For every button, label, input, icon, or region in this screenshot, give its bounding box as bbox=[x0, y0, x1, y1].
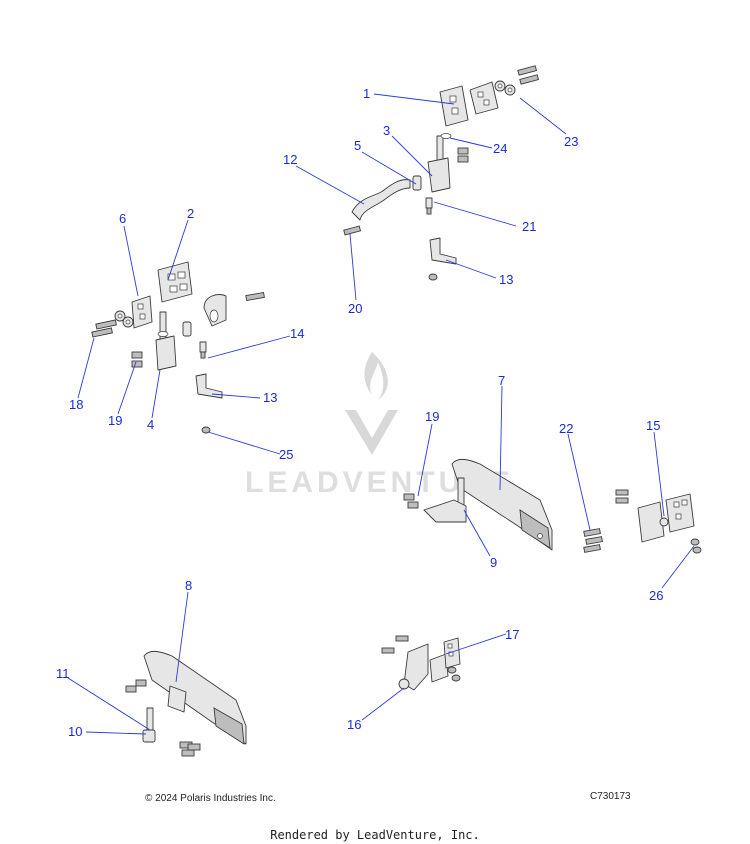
callout-25: 25 bbox=[279, 447, 293, 462]
arm-part-7 bbox=[451, 458, 553, 551]
callout-3: 3 bbox=[383, 123, 390, 138]
callout-13-upper: 13 bbox=[499, 272, 513, 287]
callout-18: 18 bbox=[69, 397, 83, 412]
bracket-part-13-left bbox=[195, 373, 223, 399]
bolt-part-14 bbox=[199, 341, 207, 359]
nuts-part-26 bbox=[690, 538, 702, 554]
hinge-pin-part-4 bbox=[131, 311, 192, 371]
rendered-by-credit: Rendered by LeadVenture, Inc. bbox=[270, 828, 480, 842]
hinge-plate-part-17 bbox=[429, 637, 461, 683]
callout-17: 17 bbox=[505, 627, 519, 642]
bracket-part-13-upper bbox=[428, 237, 457, 281]
callout-26: 26 bbox=[649, 588, 663, 603]
pin-part-10-11 bbox=[125, 679, 201, 757]
callout-4: 4 bbox=[147, 417, 154, 432]
callout-8: 8 bbox=[185, 578, 192, 593]
callout-23: 23 bbox=[564, 134, 578, 149]
bracket-part-5 bbox=[412, 175, 422, 191]
bolt-part-21 bbox=[425, 197, 433, 215]
hinge-plate-upper bbox=[439, 65, 540, 127]
nut-part-25 bbox=[201, 426, 211, 434]
callout-22: 22 bbox=[559, 421, 573, 436]
callout-2: 2 bbox=[187, 206, 194, 221]
callout-21: 21 bbox=[522, 219, 536, 234]
hinge-plate-part-15 bbox=[615, 489, 695, 543]
callout-9: 9 bbox=[490, 555, 497, 570]
bracket-part-16 bbox=[381, 635, 429, 691]
callout-14: 14 bbox=[290, 326, 304, 341]
callout-20: 20 bbox=[348, 301, 362, 316]
callout-19-left: 19 bbox=[108, 413, 122, 428]
bolts-part-22 bbox=[583, 528, 603, 553]
latch-part-left bbox=[203, 291, 265, 327]
callout-labels: 1 23 3 24 5 12 21 13 20 6 2 14 18 19 4 1… bbox=[56, 86, 663, 739]
tube-part-12 bbox=[351, 179, 411, 221]
hinge-plate-part-2 bbox=[157, 261, 193, 303]
copyright-notice: © 2024 Polaris Industries Inc. bbox=[145, 793, 276, 804]
callout-7: 7 bbox=[498, 373, 505, 388]
callout-10: 10 bbox=[68, 724, 82, 739]
callout-12: 12 bbox=[283, 152, 297, 167]
callout-5: 5 bbox=[354, 138, 361, 153]
arm-part-8 bbox=[143, 650, 247, 745]
bolt-part-20 bbox=[343, 225, 362, 236]
hinge-pin-part-3 bbox=[427, 133, 469, 193]
leader-lines bbox=[67, 93, 695, 735]
figure-id: C730173 bbox=[590, 791, 631, 802]
callout-24: 24 bbox=[493, 141, 507, 156]
callout-16: 16 bbox=[347, 717, 361, 732]
callout-6: 6 bbox=[119, 211, 126, 226]
callout-19-right: 19 bbox=[425, 409, 439, 424]
callout-13-left: 13 bbox=[263, 390, 277, 405]
callout-11: 11 bbox=[56, 666, 70, 681]
callout-15: 15 bbox=[646, 418, 660, 433]
callout-1: 1 bbox=[363, 86, 370, 101]
plate-part-6 bbox=[91, 295, 153, 338]
bracket-part-9 bbox=[403, 477, 467, 523]
